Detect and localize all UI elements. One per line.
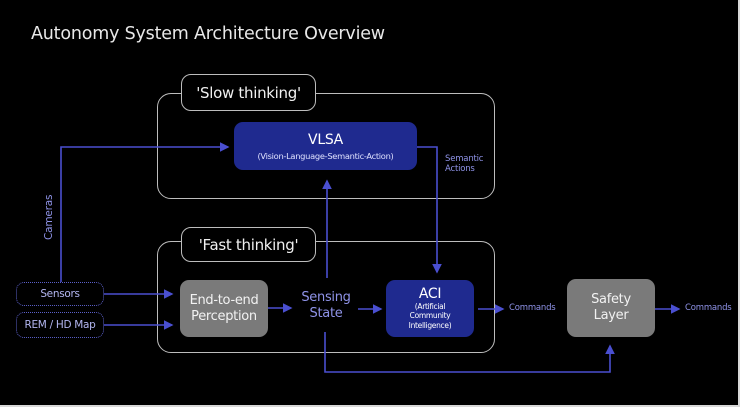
sensors-input: Sensors bbox=[16, 282, 104, 306]
semantic-actions-label: Semantic Actions bbox=[445, 154, 483, 174]
aci-line-2: Community bbox=[409, 311, 451, 321]
slide-title: Autonomy System Architecture Overview bbox=[31, 24, 385, 44]
aci-title: ACI bbox=[418, 285, 442, 302]
perception-line-2: Perception bbox=[191, 308, 257, 324]
sensing-state-line-2: State bbox=[309, 306, 343, 321]
commands-label-safety: Commands bbox=[685, 303, 732, 313]
slow-thinking-group bbox=[157, 93, 495, 199]
semantic-actions-connector bbox=[417, 146, 442, 274]
safety-line-2: Layer bbox=[593, 308, 629, 323]
fast-thinking-group bbox=[157, 241, 495, 353]
cameras-label: Cameras bbox=[43, 194, 55, 240]
vlsa-node: VLSA (Vision-Language-Semantic-Action) bbox=[234, 122, 417, 170]
semantic-actions-line-2: Actions bbox=[445, 164, 475, 174]
aci-line-1: (Artificial bbox=[414, 301, 446, 311]
sensing-to-safety-connector bbox=[324, 332, 615, 373]
safety-layer-node: Safety Layer bbox=[567, 279, 655, 337]
perception-line-1: End-to-end bbox=[189, 292, 259, 308]
aci-line-3: Intelligence) bbox=[408, 320, 452, 330]
aci-node: ACI (Artificial Community Intelligence) bbox=[386, 280, 474, 337]
vlsa-subtitle: (Vision-Language-Semantic-Action) bbox=[257, 150, 394, 161]
commands-label-aci: Commands bbox=[509, 303, 556, 313]
safety-line-1: Safety bbox=[591, 292, 631, 307]
slow-thinking-label: 'Slow thinking' bbox=[181, 74, 316, 111]
cameras-connector bbox=[60, 142, 230, 282]
vlsa-title: VLSA bbox=[308, 131, 343, 148]
semantic-actions-line-1: Semantic bbox=[445, 154, 484, 164]
end-to-end-perception-node: End-to-end Perception bbox=[180, 280, 268, 337]
sensing-state-label: Sensing State bbox=[297, 290, 355, 322]
sensing-state-line-1: Sensing bbox=[301, 290, 351, 305]
rem-hd-map-input: REM / HD Map bbox=[16, 312, 104, 338]
fast-thinking-label: 'Fast thinking' bbox=[181, 227, 316, 262]
